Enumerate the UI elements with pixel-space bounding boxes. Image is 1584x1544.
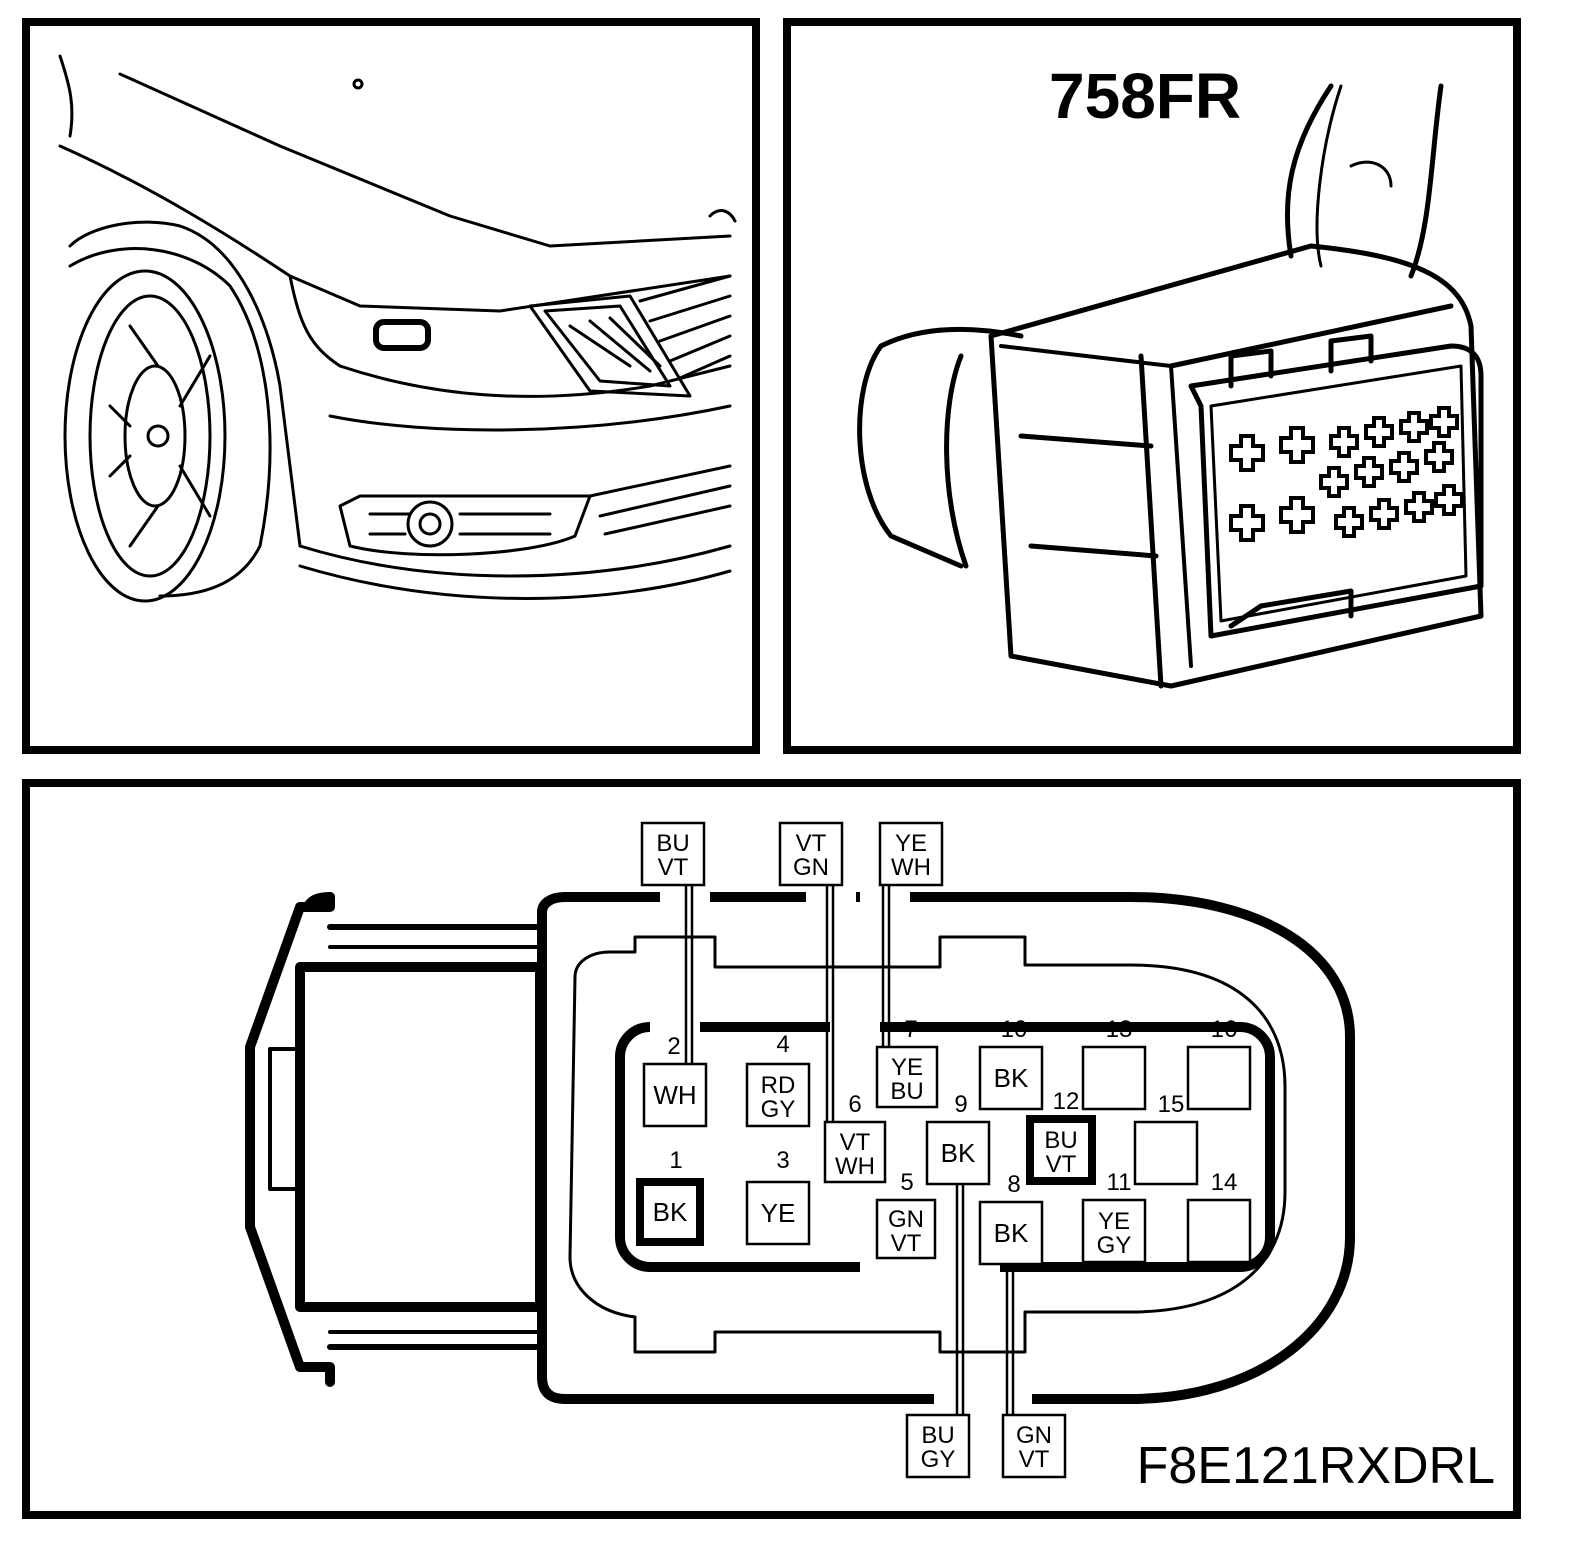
wire-color-primary: GN <box>888 1206 924 1233</box>
pin-number: 11 <box>1107 1169 1132 1196</box>
connector-illustration: 758FR <box>857 60 1484 689</box>
pin-cavity <box>875 1198 937 1260</box>
wire-tag-color-stripe: GY <box>921 1446 956 1473</box>
pinout-diagram: 1BK2WH3YE4RDGY5GNVT6VTWH7YEBU8BK9BK10BK1… <box>245 821 1495 1495</box>
pin-cavity <box>978 1200 1044 1266</box>
wire-color: WH <box>653 1080 696 1110</box>
pin-number: 2 <box>667 1033 680 1060</box>
pin-15: 15 <box>1133 1091 1199 1186</box>
wire-color-primary: YE <box>891 1054 923 1081</box>
pin-number: 7 <box>904 1016 917 1043</box>
pin-number: 9 <box>954 1091 967 1118</box>
pin-number: 12 <box>1053 1088 1080 1115</box>
pin-cavity <box>1133 1120 1199 1186</box>
pin-3: 3YE <box>745 1147 811 1246</box>
cavity-grid <box>1229 406 1464 542</box>
pin-cavity <box>745 1062 811 1128</box>
wire-color-stripe: BU <box>890 1078 923 1105</box>
wire-tag-color-stripe: VT <box>658 854 689 881</box>
pin-number: 3 <box>776 1147 789 1174</box>
pin-8: 8BK <box>978 1171 1044 1266</box>
pin-16: 16 <box>1186 1016 1252 1111</box>
vehicle-location-panel <box>22 18 760 754</box>
pin-cavity <box>1186 1045 1252 1111</box>
figure-code: F8E121RXDRL <box>1137 1437 1495 1495</box>
pin-cavity <box>1186 1198 1252 1264</box>
pin-1: 1BK <box>636 1147 704 1246</box>
wire-tag-color-stripe: VT <box>1019 1446 1050 1473</box>
pin-number: 13 <box>1106 1016 1133 1043</box>
pin-number: 16 <box>1211 1016 1238 1043</box>
wire-tag-color-stripe: WH <box>891 854 931 881</box>
pin-cavity <box>823 1120 887 1184</box>
pin-cavity <box>925 1120 991 1186</box>
wire-tag-color-stripe: GN <box>793 854 829 881</box>
connector-id: 758FR <box>1049 60 1241 132</box>
wire-color: BK <box>653 1197 688 1227</box>
pin-2: 2WH <box>642 1033 708 1128</box>
pin-number: 6 <box>848 1091 861 1118</box>
pin-number: 8 <box>1007 1171 1020 1198</box>
wire-color: YE <box>761 1198 796 1228</box>
pin-number: 14 <box>1211 1169 1238 1196</box>
wire-tag-color-primary: YE <box>895 830 927 857</box>
vehicle-front-illustration <box>58 54 737 603</box>
pin-number: 10 <box>1001 1016 1028 1043</box>
wire-tag-color-primary: GN <box>1016 1422 1052 1449</box>
wire-tag-box <box>640 821 706 887</box>
wire-color-stripe: GY <box>1097 1232 1132 1259</box>
pin-number: 4 <box>776 1031 789 1058</box>
wire-color-stripe: VT <box>891 1230 922 1257</box>
wire-color: BK <box>994 1218 1029 1248</box>
pin-cavity <box>642 1062 708 1128</box>
wire-tag-color-primary: BU <box>921 1422 954 1449</box>
wire-color-primary: VT <box>840 1129 871 1156</box>
wire-tag-box <box>905 1413 971 1479</box>
wire-color: BK <box>941 1138 976 1168</box>
wire-tag-box <box>878 821 944 887</box>
pin-cavity <box>978 1045 1044 1111</box>
wire-color-primary: BU <box>1044 1127 1077 1154</box>
pin-number: 1 <box>669 1147 682 1174</box>
wire-tag-color-primary: VT <box>796 830 827 857</box>
wire-tag-color-primary: BU <box>656 830 689 857</box>
wire-color-primary: RD <box>761 1072 796 1099</box>
wire-color-primary: YE <box>1098 1208 1130 1235</box>
pin-9: 9BK <box>925 1091 991 1186</box>
pin-cavity <box>1081 1045 1147 1111</box>
pin-cavity <box>1026 1115 1096 1185</box>
wire-tag-box <box>778 821 844 887</box>
pin-cavity <box>875 1045 939 1109</box>
connector-view-panel: 758FR <box>783 18 1521 754</box>
pin-number: 5 <box>900 1169 913 1196</box>
wire-color-stripe: VT <box>1046 1151 1077 1178</box>
pin-13: 13 <box>1081 1016 1147 1111</box>
wire-tag-box <box>1001 1413 1067 1479</box>
pin-number: 15 <box>1158 1091 1185 1118</box>
wire-color: BK <box>994 1063 1029 1093</box>
pin-cavity <box>745 1180 811 1246</box>
pin-cavity <box>636 1178 704 1246</box>
wire-color-stripe: WH <box>835 1153 875 1180</box>
pin-cavity <box>1081 1198 1147 1264</box>
wire-color-stripe: GY <box>761 1096 796 1123</box>
pin-14: 14 <box>1186 1169 1252 1264</box>
